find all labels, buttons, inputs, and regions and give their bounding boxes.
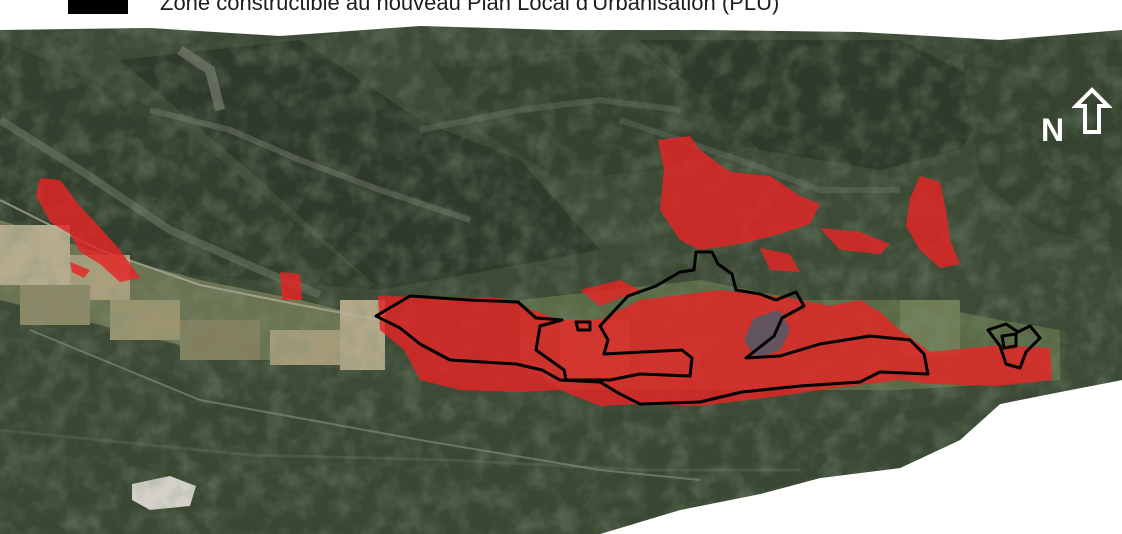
zone-center-north [760, 248, 800, 272]
plu-buildable-zones [374, 250, 1042, 406]
zone-north-east-strip [820, 228, 890, 254]
plu-zone-east-inner [1000, 332, 1018, 350]
zone-east-hamlet [906, 176, 960, 268]
zone-north-hamlet [658, 136, 820, 250]
legend: Zone constructible au nouveau Plan Local… [0, 0, 1122, 34]
zone-center-small [580, 280, 640, 306]
plu-zone-east [986, 322, 1042, 370]
zone-west [36, 178, 140, 282]
zone-hamlet [280, 272, 302, 300]
plu-zone-main [374, 250, 930, 406]
built-area [744, 310, 790, 358]
plu-legend-swatch [68, 0, 128, 14]
plu-legend-label: Zone constructible au nouveau Plan Local… [160, 0, 780, 15]
north-label: N [1041, 112, 1065, 148]
zone-west-small [70, 262, 90, 278]
north-arrow-icon [1072, 87, 1112, 134]
plu-zone-small [574, 320, 592, 332]
